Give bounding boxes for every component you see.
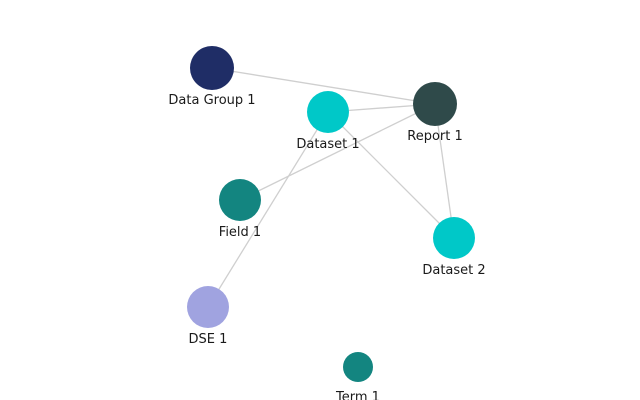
node-circle-data-group-1[interactable] [190,46,234,90]
node-label-field-1: Field 1 [219,225,261,240]
node-report-1[interactable]: Report 1 [407,82,463,144]
node-dataset-2[interactable]: Dataset 2 [422,217,486,278]
node-label-dse-1: DSE 1 [189,332,228,347]
node-field-1[interactable]: Field 1 [219,179,261,240]
node-dse-1[interactable]: DSE 1 [187,286,229,347]
node-circle-report-1[interactable] [413,82,457,126]
node-circle-dataset-2[interactable] [433,217,475,259]
edge-dataset-1-to-dataset-2 [327,111,455,239]
node-circle-field-1[interactable] [219,179,261,221]
node-circle-term-1[interactable] [343,352,373,382]
edge-report-1-to-dataset-2 [434,103,455,239]
edge-data-group-1-to-report-1 [211,67,436,105]
nodes-layer: Data Group 1 Dataset 1 Report 1 Field 1 Data… [168,46,486,400]
node-circle-dse-1[interactable] [187,286,229,328]
node-data-group-1[interactable]: Data Group 1 [168,46,256,108]
node-label-term-1: Term 1 [335,390,380,400]
node-label-dataset-2: Dataset 2 [422,263,485,278]
node-label-report-1: Report 1 [407,129,463,144]
edges-layer [207,67,455,308]
node-label-data-group-1: Data Group 1 [168,93,255,108]
node-label-dataset-1: Dataset 1 [296,137,359,152]
node-circle-dataset-1[interactable] [307,91,349,133]
node-term-1[interactable]: Term 1 [335,352,380,400]
edge-field-1-to-report-1 [239,103,436,201]
node-dataset-1[interactable]: Dataset 1 [296,91,360,152]
edge-dataset-1-to-dse-1 [207,111,329,308]
